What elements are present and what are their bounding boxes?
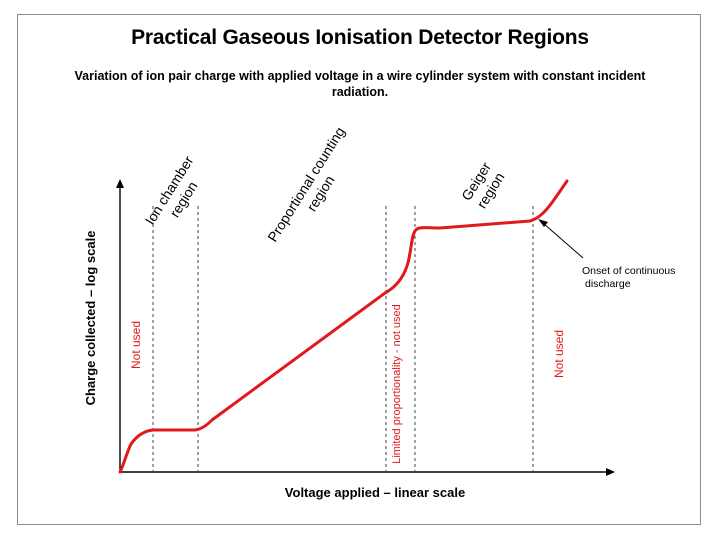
onset-annotation-line-1: Onset of continuous <box>582 265 675 277</box>
page-subtitle: Variation of ion pair charge with applie… <box>74 69 646 99</box>
y-axis-arrow <box>116 179 124 188</box>
not-used-left-label: Not used <box>129 321 143 369</box>
proportional-label: Proportional counting region <box>264 124 348 245</box>
ion-chamber-label: Ion chamber region <box>142 153 201 228</box>
x-axis-arrow <box>606 468 615 476</box>
slide-frame <box>17 14 701 525</box>
onset-annotation-line-2: discharge <box>585 278 631 290</box>
page-title: Practical Gaseous Ionisation Detector Re… <box>131 26 589 49</box>
onset-arrow <box>542 222 584 259</box>
not-used-right-label: Not used <box>552 330 566 378</box>
onset-arrow-head <box>538 219 548 227</box>
x-axis-label: Voltage applied – linear scale <box>285 485 465 500</box>
limited-proportionality-label: Limited proportionality - not used <box>391 304 403 464</box>
charge-curve <box>118 179 569 474</box>
geiger-label: Geiger region <box>458 159 507 211</box>
y-axis-label: Charge collected – log scale <box>83 231 98 406</box>
